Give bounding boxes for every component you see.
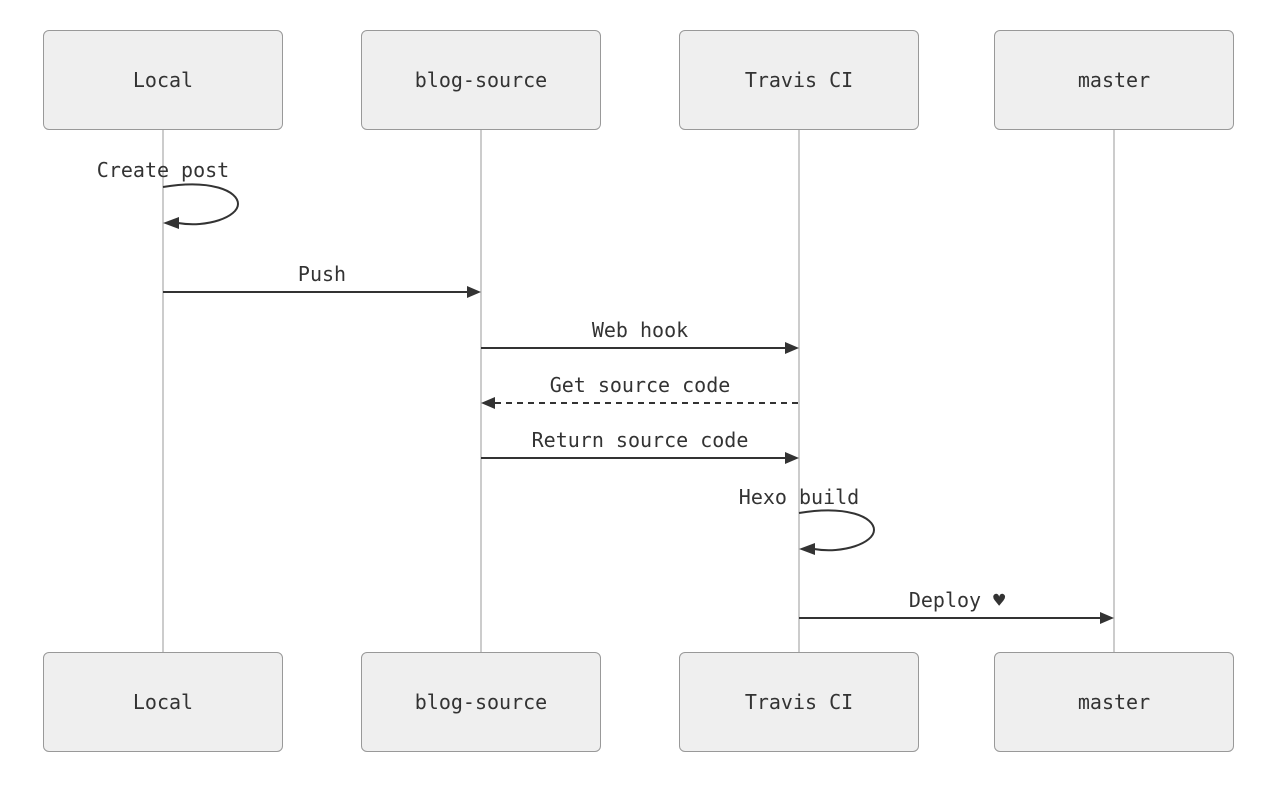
arrowhead-get-source (481, 397, 495, 409)
actor-box-local-bottom: Local (43, 652, 283, 752)
message-label-return-source-code: Return source code (531, 428, 749, 452)
self-loop-create-post (162, 183, 240, 226)
self-loop-hexo-build (798, 509, 876, 552)
arrowhead-deploy (1100, 612, 1114, 624)
message-label-web-hook: Web hook (591, 318, 689, 342)
actor-box-local-top: Local (43, 30, 283, 130)
actor-label: blog-source (414, 690, 548, 714)
actor-box-blog-source-bottom: blog-source (361, 652, 601, 752)
actor-label: Travis CI (744, 690, 854, 714)
message-label-get-source-code: Get source code (549, 373, 731, 397)
actor-box-blog-source-top: blog-source (361, 30, 601, 130)
actor-label: blog-source (414, 68, 548, 92)
arrowhead-web-hook (785, 342, 799, 354)
actor-label: Local (132, 690, 194, 714)
actor-box-master-bottom: master (994, 652, 1234, 752)
arrowhead-return-source (785, 452, 799, 464)
arrowhead-push (467, 286, 481, 298)
actor-label: Travis CI (744, 68, 854, 92)
actor-label: Local (132, 68, 194, 92)
arrowhead-create-post (163, 217, 179, 229)
actor-box-master-top: master (994, 30, 1234, 130)
actor-label: master (1077, 68, 1151, 92)
message-label-deploy: Deploy ♥ (908, 588, 1006, 612)
actor-box-travis-ci-bottom: Travis CI (679, 652, 919, 752)
arrowhead-hexo-build (799, 543, 815, 555)
message-label-push: Push (297, 262, 347, 286)
actor-box-travis-ci-top: Travis CI (679, 30, 919, 130)
message-label-hexo-build: Hexo build (738, 485, 860, 509)
actor-label: master (1077, 690, 1151, 714)
message-label-create-post: Create post (96, 158, 230, 182)
